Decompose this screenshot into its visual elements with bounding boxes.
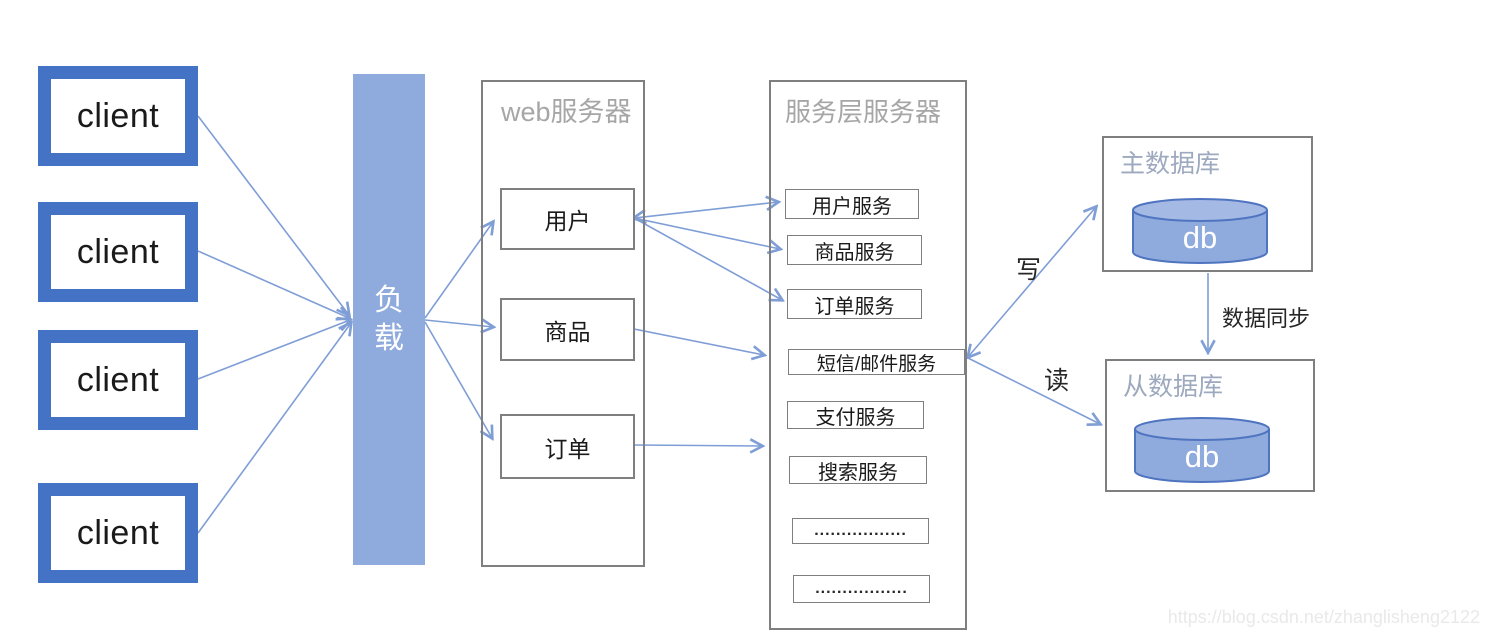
slave-db-title: 从数据库	[1123, 373, 1224, 401]
web-node-product: 商品	[500, 298, 635, 361]
web-node-order: 订单	[500, 414, 635, 479]
service-box-product: 商品服务	[787, 235, 922, 265]
master-db-title: 主数据库	[1120, 150, 1221, 178]
slave-db-label: db	[1184, 439, 1220, 474]
edge-label-read: 读	[1044, 367, 1070, 395]
service-box-search: 搜索服务	[789, 456, 927, 484]
web-server-container: web服务器 用户 商品 订单	[481, 80, 645, 567]
edge-label-sync: 数据同步	[1222, 306, 1311, 331]
service-layer-container: 服务层服务器 用户服务 商品服务 订单服务 短信/邮件服务 支付服务 搜索服务 …	[769, 80, 967, 630]
master-db-label: db	[1182, 220, 1218, 255]
edge-label-write: 写	[1016, 256, 1042, 284]
client-label: client	[76, 513, 160, 552]
client-label: client	[76, 96, 160, 135]
service-layer-title: 服务层服务器	[785, 97, 942, 127]
db-cylinder-icon: db	[1130, 196, 1270, 266]
service-box-ellipsis: .................	[792, 518, 929, 544]
client-box: client	[38, 202, 198, 302]
client-box: client	[38, 483, 198, 583]
load-balancer-bar: 负载	[353, 74, 425, 565]
service-box-sms-mail: 短信/邮件服务	[788, 349, 965, 375]
service-box-ellipsis: .................	[793, 575, 930, 603]
db-cylinder-icon: db	[1132, 415, 1272, 485]
service-box-user: 用户服务	[785, 189, 919, 219]
service-box-order: 订单服务	[787, 289, 922, 319]
load-balancer-label: 负载	[374, 284, 404, 355]
watermark: https://blog.csdn.net/zhanglisheng2122	[1167, 607, 1480, 627]
master-db-container: 主数据库 db	[1102, 136, 1313, 272]
client-label: client	[76, 232, 160, 271]
slave-db-container: 从数据库 db	[1105, 359, 1315, 492]
client-box: client	[38, 66, 198, 166]
client-box: client	[38, 330, 198, 430]
web-node-user: 用户	[500, 188, 635, 250]
client-label: client	[76, 360, 160, 399]
service-box-payment: 支付服务	[787, 401, 924, 429]
web-server-title: web服务器	[501, 97, 632, 127]
